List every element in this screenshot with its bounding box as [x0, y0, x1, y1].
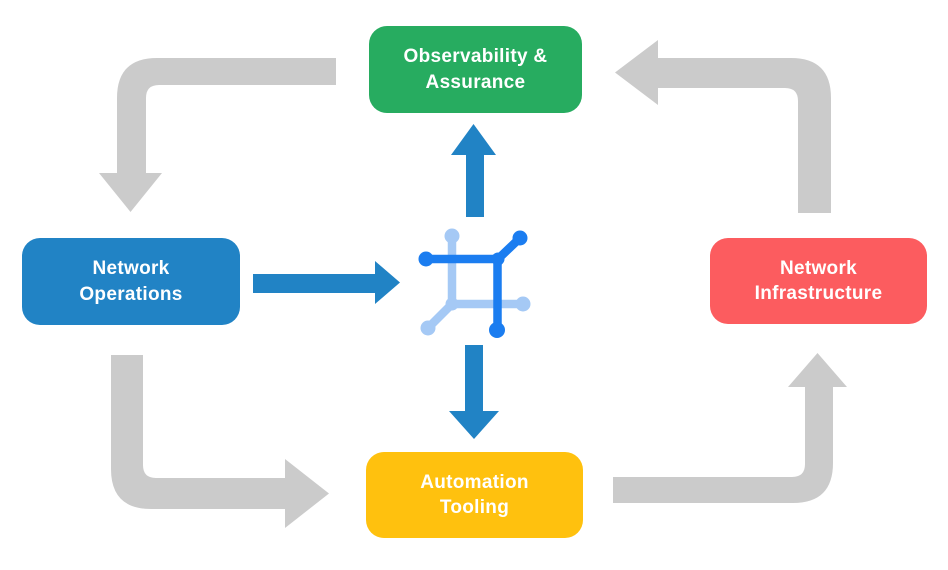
icon-light-junction: [445, 297, 459, 311]
node-observability-assurance: Observability & Assurance: [369, 26, 582, 113]
network-icon-dark-nodes: [418, 230, 528, 338]
icon-dark-node-bottom: [489, 322, 505, 338]
flow-arrow-netops-to-center: [253, 261, 400, 304]
icon-light-node-top: [444, 228, 460, 244]
node-network-operations-label: Network Operations: [79, 258, 183, 305]
icon-light-node-bottom-left: [420, 320, 436, 336]
network-automation-icon: [418, 228, 531, 338]
cycle-arrow-observability-to-netops: [99, 58, 336, 212]
icon-dark-node-top-right: [512, 230, 528, 246]
cycle-arrow-automation-to-netinfra: [613, 353, 847, 503]
network-icon-light-nodes: [420, 228, 531, 336]
cycle-arrow-netops-to-automation: [111, 355, 329, 528]
flow-arrows: [253, 124, 499, 439]
cycle-arrow-netinfra-to-observability: [615, 40, 831, 213]
node-network-operations: Network Operations: [22, 238, 240, 325]
node-network-infrastructure: Network Infrastructure: [710, 238, 927, 324]
node-automation-tooling: Automation Tooling: [366, 452, 583, 538]
node-network-infrastructure-label: Network Infrastructure: [754, 257, 883, 304]
flow-arrow-center-to-automation: [449, 345, 499, 439]
flow-arrow-center-to-observability: [451, 124, 496, 217]
icon-light-node-right: [515, 296, 531, 312]
node-automation-tooling-label: Automation Tooling: [420, 471, 529, 518]
icon-dark-node-left: [418, 251, 434, 267]
node-observability-assurance-label: Observability & Assurance: [403, 46, 548, 93]
cycle-arrows: [99, 40, 847, 528]
icon-dark-junction: [491, 252, 505, 266]
